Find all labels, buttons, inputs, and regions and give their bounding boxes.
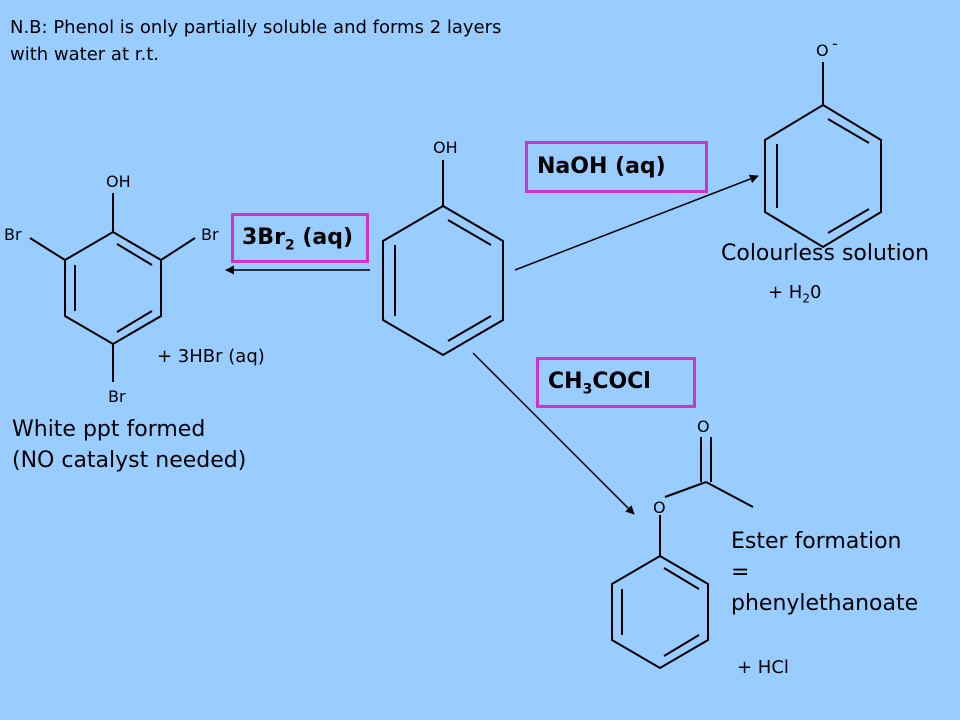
ester-caption-line-2: = — [731, 560, 750, 585]
arrow-to-phenoxide — [514, 174, 759, 271]
tribromophenol-caption: White ppt formed (NO catalyst needed) — [12, 414, 246, 476]
note-line-2: with water at r.t. — [10, 44, 159, 65]
phenol-oh-label: OH — [433, 138, 458, 157]
reagent-bromine-prefix: 3Br — [242, 225, 285, 250]
reagent-acyl-prefix: CH — [548, 369, 583, 394]
ester-caption-line-1: Ester formation — [731, 529, 902, 554]
reagent-bromine-suffix: (aq) — [294, 225, 354, 250]
phenoxide-molecule — [764, 62, 882, 249]
reagent-naoh-box: NaOH (aq) — [525, 141, 708, 193]
phenol-molecule — [382, 160, 504, 357]
tribromophenol-molecule — [29, 193, 196, 382]
phenoxide-byproduct-prefix: + H — [768, 282, 803, 303]
reagent-acyl-suffix: COCl — [592, 369, 651, 394]
phenoxide-caption: Colourless solution — [721, 241, 930, 266]
bromine-bottom-label: Br — [108, 387, 126, 406]
reagent-acyl-sub: 3 — [582, 381, 593, 398]
reagent-naoh-label: NaOH (aq) — [537, 154, 666, 179]
ester-caption-line-3: phenylethanoate — [731, 591, 919, 616]
note-line-1: N.B: Phenol is only partially soluble an… — [10, 17, 502, 38]
tribromophenol-oh-label: OH — [106, 172, 131, 191]
phenylethanoate-molecule — [611, 437, 754, 670]
reagent-bromine-box: 3Br2 (aq) — [231, 213, 369, 263]
carbonyl-oxygen-label: O — [697, 417, 710, 436]
tribromophenol-byproduct: + 3HBr (aq) — [157, 346, 265, 367]
arrow-to-ester — [472, 352, 635, 515]
bromine-left-label: Br — [4, 225, 22, 244]
tribromophenol-caption-line-2: (NO catalyst needed) — [12, 448, 247, 473]
reagent-acyl-chloride-box: CH3COCl — [536, 357, 696, 408]
solubility-note: N.B: Phenol is only partially soluble an… — [10, 14, 650, 68]
phenoxide-byproduct: + H20 — [768, 282, 821, 306]
ester-byproduct: + HCl — [737, 657, 789, 678]
phenoxide-oxygen-label: O — [816, 41, 829, 60]
tribromophenol-caption-line-1: White ppt formed — [12, 417, 206, 442]
ester-caption: Ester formation = phenylethanoate — [731, 526, 918, 619]
bromine-right-label: Br — [201, 225, 219, 244]
phenoxide-charge-label: - — [832, 34, 838, 53]
phenoxide-byproduct-sub: 2 — [802, 291, 810, 306]
phenoxide-byproduct-suffix: 0 — [809, 282, 822, 303]
ester-oxygen-label: O — [653, 498, 666, 517]
reagent-bromine-sub: 2 — [284, 237, 295, 254]
